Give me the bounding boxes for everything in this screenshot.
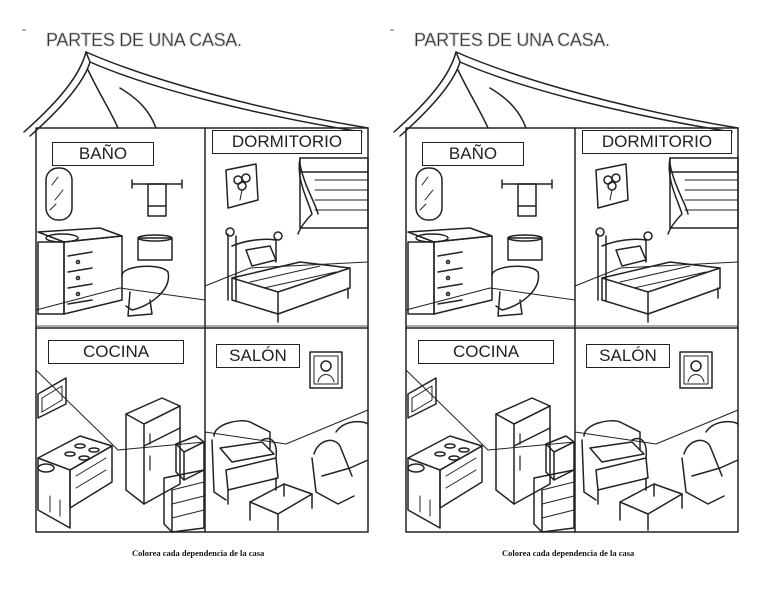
window-curtain-icon [297,157,369,235]
room-label-bathroom: BAÑO [422,142,524,166]
house-walls [405,127,739,533]
armchair-icon [681,420,739,505]
bedroom-scene [574,157,739,323]
wall-portrait-icon [309,351,343,389]
window-curtain-icon [667,157,739,235]
picture-frame-icon [595,163,629,209]
room-label-kitchen: COCINA [418,340,554,364]
living-room-scene [574,351,739,531]
kitchen-scene [35,369,206,533]
worksheet-right: - PARTES DE UNA CASA. [384,0,768,594]
fridge-icon [495,397,551,505]
sink-icon [407,227,493,315]
mirror-icon [415,167,443,221]
wall-portrait-icon [679,351,713,389]
living-room-scene [204,351,369,531]
mirror-icon [45,167,73,221]
kitchen-drawers [163,469,205,533]
sink-icon [37,227,123,315]
stove-icon [37,435,113,529]
sofa-icon [581,420,649,505]
house-walls [35,127,369,533]
instruction-caption: Colorea cada dependencia de la casa [132,548,265,558]
worksheet-title: PARTES DE UNA CASA. [414,30,610,50]
room-label-kitchen: COCINA [48,340,184,364]
worksheet-title: PARTES DE UNA CASA. [46,30,242,50]
house-outline-illustration [23,51,369,533]
kitchen-window-icon [407,377,437,419]
room-label-living-room: SALÓN [216,344,300,368]
bedroom-scene [204,157,369,323]
armchair-icon [311,420,369,505]
sofa-icon [211,420,279,505]
kitchen-scene [405,369,576,533]
bed-icon [595,227,721,323]
picture-frame-icon [225,163,259,209]
roof-icon [23,51,369,137]
instruction-caption: Colorea cada dependencia de la casa [502,548,635,558]
roof-icon [393,51,739,137]
bathroom-scene [405,167,576,317]
dash-mark: - [390,22,394,36]
room-label-living-room: SALÓN [586,344,670,368]
room-label-bedroom: DORMITORIO [212,130,362,154]
toilet-icon [121,234,173,317]
dash-mark: - [22,22,26,36]
house-outline-illustration [393,51,739,533]
towel-rack-icon [131,179,183,217]
toilet-icon [491,234,543,317]
room-label-bedroom: DORMITORIO [582,130,732,154]
coffee-table-icon [619,483,683,531]
room-label-bathroom: BAÑO [52,142,154,166]
coffee-table-icon [249,483,313,531]
kitchen-drawers [533,469,575,533]
stove-icon [407,435,483,529]
worksheet-left: - PARTES DE UNA CASA. [22,22,369,558]
bathroom-scene [35,167,206,317]
bed-icon [225,227,351,323]
kitchen-window-icon [37,377,67,419]
fridge-icon [125,397,181,505]
towel-rack-icon [501,179,553,217]
